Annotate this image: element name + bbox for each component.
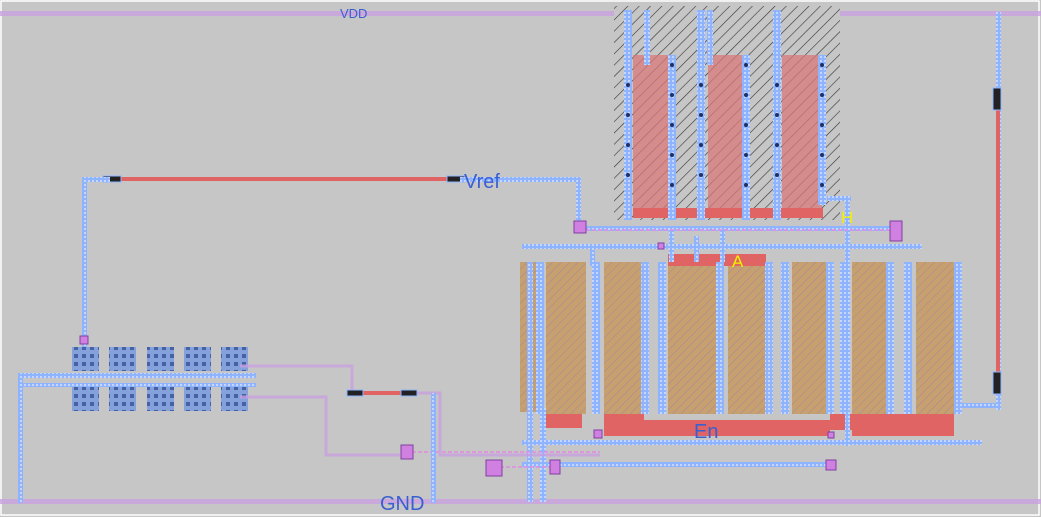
en-label: En xyxy=(694,421,718,443)
small-poly-resistor[interactable] xyxy=(350,391,415,395)
left-mid-wire xyxy=(18,383,256,387)
right-terminal-bottom[interactable] xyxy=(992,371,1002,395)
transistor-metal-fingers xyxy=(527,262,962,502)
gate-poly-top xyxy=(668,254,766,266)
gnd-rail[interactable] xyxy=(0,499,1041,504)
transistor-array[interactable] xyxy=(520,262,954,414)
right-vertical-poly[interactable] xyxy=(996,110,1000,385)
small-resistor-down-wire xyxy=(431,393,436,503)
right-terminal-top[interactable] xyxy=(992,87,1002,111)
resistor-1[interactable] xyxy=(633,55,673,215)
vref-label: Vref xyxy=(464,171,500,193)
vref-wire-down xyxy=(576,177,581,232)
left-rail-wire xyxy=(18,373,23,503)
small-resistor-left-terminal[interactable] xyxy=(346,389,364,397)
node-a-label: A xyxy=(732,252,744,271)
vias xyxy=(79,220,903,477)
vref-wire-top xyxy=(82,177,110,182)
vdd-label: VDD xyxy=(340,6,367,21)
vref-wire-left-vertical xyxy=(82,177,87,347)
left-top-wire xyxy=(18,373,256,378)
resistor-base xyxy=(633,208,823,218)
resistor-contacts xyxy=(626,63,824,187)
node-h-label: H xyxy=(841,208,853,227)
vref-wire-right xyxy=(460,177,580,182)
capacitor-array[interactable] xyxy=(72,347,248,411)
interconnect-metal xyxy=(522,196,982,467)
gate-poly-bottom xyxy=(546,414,954,436)
right-wire-bottom xyxy=(940,403,1000,408)
resistor-2[interactable] xyxy=(708,55,748,215)
vdd-rail[interactable] xyxy=(0,11,1041,16)
gnd-label: GND xyxy=(380,493,424,515)
small-resistor-right-terminal[interactable] xyxy=(400,389,418,397)
resistor-3[interactable] xyxy=(782,55,822,215)
vref-poly-line[interactable] xyxy=(110,177,460,181)
